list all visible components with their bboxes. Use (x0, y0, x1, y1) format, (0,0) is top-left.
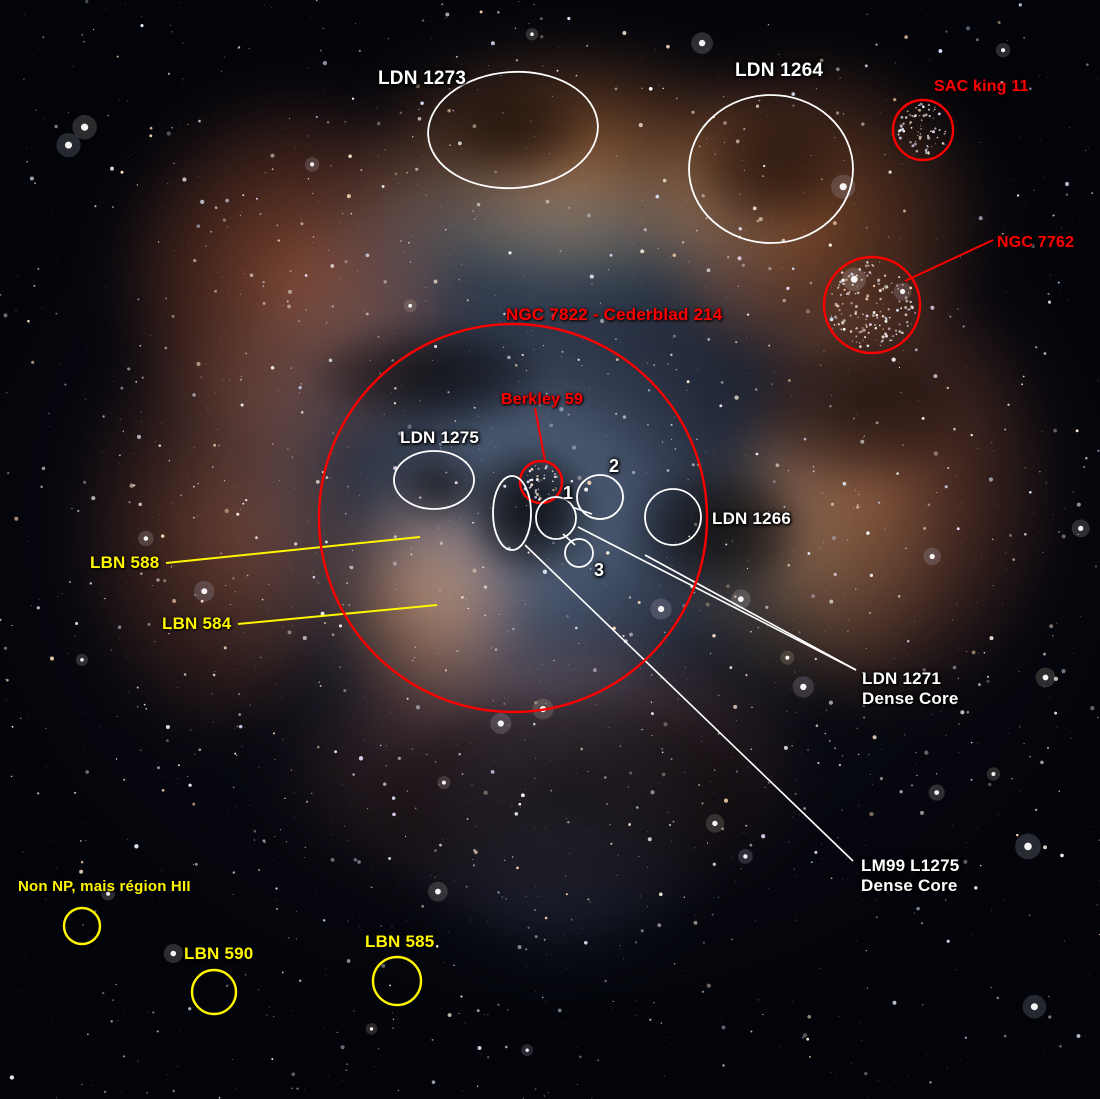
label-lm99: LM99 L1275 Dense Core (861, 856, 960, 896)
label-ldn1271: LDN 1271 Dense Core (862, 669, 959, 709)
label-lbn585: LBN 585 (365, 932, 435, 951)
label-ldn1273: LDN 1273 (378, 68, 467, 89)
label-ngc7762: NGC 7762 (997, 234, 1075, 251)
label-ldn1275: LDN 1275 (400, 428, 480, 447)
label-lbn584: LBN 584 (162, 614, 232, 633)
label-ldn1264: LDN 1264 (735, 60, 824, 81)
label-sacking11: SAC king 11 (934, 78, 1029, 95)
nebula-rim-left (80, 330, 340, 730)
label-lbn590: LBN 590 (184, 944, 254, 963)
label-core-2: 2 (609, 456, 620, 476)
label-ldn1266: LDN 1266 (712, 509, 792, 528)
label-lbn588: LBN 588 (90, 553, 160, 572)
label-core-3: 3 (594, 560, 605, 580)
label-nonnp: Non NP, mais région HII (18, 878, 191, 895)
label-berkley59: Berkley 59 (501, 391, 584, 408)
label-ngc7822: NGC 7822 - Cederblad 214 (506, 305, 723, 324)
label-core-1: 1 (563, 483, 574, 503)
dust-lane-upper-right (760, 340, 960, 480)
